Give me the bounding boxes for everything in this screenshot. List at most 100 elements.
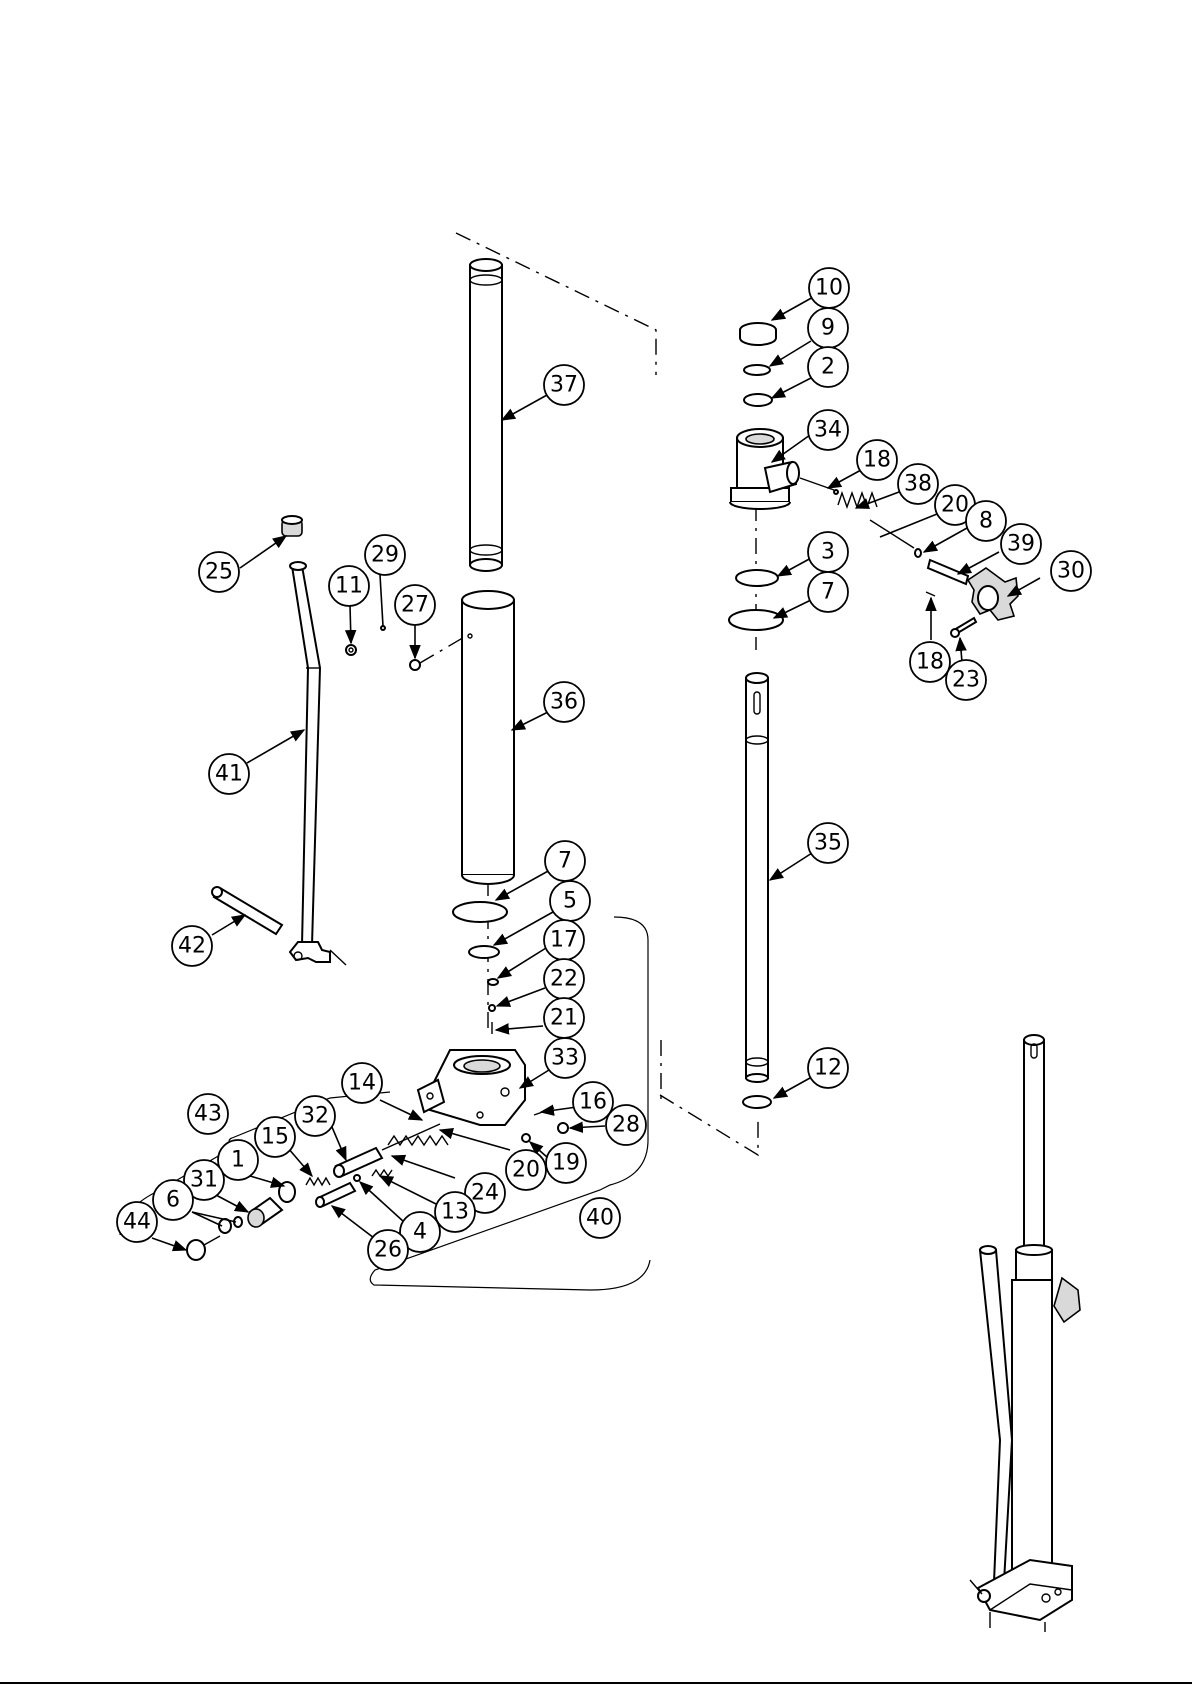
svg-text:5: 5	[563, 889, 577, 914]
svg-text:30: 30	[1057, 559, 1085, 584]
o-ring-7-lower	[453, 902, 507, 922]
svg-text:31: 31	[190, 1168, 218, 1193]
balloon-15: 15	[255, 1117, 295, 1157]
balloon-13: 13	[435, 1192, 475, 1232]
svg-text:44: 44	[123, 1210, 151, 1235]
svg-text:23: 23	[952, 668, 980, 693]
svg-text:25: 25	[205, 560, 233, 585]
balloon-41: 41	[209, 754, 249, 794]
balloon-25: 25	[199, 552, 239, 592]
balloon-38: 38	[898, 464, 938, 504]
screw-19	[522, 1134, 530, 1142]
balloon-2: 2	[808, 347, 848, 387]
svg-text:37: 37	[550, 373, 578, 398]
svg-text:10: 10	[815, 276, 843, 301]
svg-text:24: 24	[471, 1181, 499, 1206]
balloon-33: 33	[545, 1038, 585, 1078]
svg-text:13: 13	[441, 1200, 469, 1225]
pump-base	[418, 1050, 525, 1125]
small-ball-22	[489, 1005, 495, 1011]
screw-23	[951, 618, 976, 637]
balloon-43: 43	[188, 1094, 228, 1134]
balloon-5: 5	[550, 881, 590, 921]
release-knob-44	[187, 1236, 220, 1260]
balloon-3: 3	[808, 532, 848, 572]
small-ball-17	[488, 979, 498, 985]
balloon-36: 36	[544, 682, 584, 722]
pin-18-lower	[926, 592, 935, 596]
piston-26	[316, 1183, 355, 1207]
nut-27	[410, 636, 466, 670]
svg-text:4: 4	[413, 1220, 427, 1245]
balloon-40: 40	[580, 1198, 620, 1238]
ring-2	[744, 394, 772, 406]
inner-rod-35	[746, 673, 768, 1082]
pump-handle	[290, 562, 346, 965]
washer-8	[915, 549, 921, 557]
svg-text:6: 6	[166, 1188, 180, 1213]
balloon-21: 21	[544, 998, 584, 1038]
balloon-20-lower: 20	[506, 1150, 546, 1190]
outer-tube	[462, 591, 514, 884]
balloon-23: 23	[946, 660, 986, 700]
ring-3	[736, 570, 778, 586]
svg-text:22: 22	[550, 967, 578, 992]
washer-4	[354, 1175, 360, 1181]
assembled-view	[970, 1035, 1080, 1632]
seal-cap-10	[740, 323, 776, 345]
svg-text:9: 9	[821, 316, 835, 341]
svg-text:28: 28	[612, 1113, 640, 1138]
svg-text:34: 34	[814, 418, 842, 443]
balloon-27: 27	[395, 585, 435, 625]
svg-text:14: 14	[348, 1071, 376, 1096]
svg-text:3: 3	[821, 540, 835, 565]
svg-text:12: 12	[814, 1056, 842, 1081]
handle-pivot-pin	[212, 887, 282, 934]
balloon-10: 10	[809, 268, 849, 308]
balloon-35: 35	[808, 823, 848, 863]
balloon-17: 17	[544, 920, 584, 960]
balloon-42: 42	[172, 926, 212, 966]
svg-text:39: 39	[1007, 532, 1035, 557]
svg-text:27: 27	[401, 593, 429, 618]
svg-text:42: 42	[178, 934, 206, 959]
svg-text:16: 16	[579, 1090, 607, 1115]
svg-text:41: 41	[215, 762, 243, 787]
balloon-11: 11	[329, 566, 369, 606]
svg-text:7: 7	[821, 580, 835, 605]
svg-text:33: 33	[551, 1046, 579, 1071]
svg-text:8: 8	[979, 509, 993, 534]
balloon-44: 44	[117, 1202, 157, 1242]
svg-text:40: 40	[586, 1206, 614, 1231]
balloon-8: 8	[966, 501, 1006, 541]
svg-text:20: 20	[512, 1158, 540, 1183]
spring-15	[306, 1178, 330, 1185]
balloon-18-lower: 18	[910, 642, 950, 682]
balloon-14: 14	[342, 1063, 382, 1103]
svg-text:19: 19	[552, 1151, 580, 1176]
svg-text:35: 35	[814, 831, 842, 856]
balloon-29: 29	[365, 535, 405, 575]
handle-grip	[282, 516, 302, 536]
balloon-22: 22	[544, 959, 584, 999]
o-ring-7-upper	[729, 610, 783, 630]
rod-20-right	[870, 520, 914, 548]
balloon-28: 28	[606, 1105, 646, 1145]
valve-cap-31	[248, 1198, 282, 1227]
balloon-19: 19	[546, 1143, 586, 1183]
balloon-7-upper: 7	[808, 572, 848, 612]
spring-38	[838, 493, 877, 507]
svg-text:18: 18	[916, 650, 944, 675]
balloon-9: 9	[808, 308, 848, 348]
svg-text:29: 29	[371, 543, 399, 568]
balloon-7-lower: 7	[545, 841, 585, 881]
pin-29	[381, 626, 385, 630]
svg-text:43: 43	[194, 1102, 222, 1127]
svg-text:11: 11	[335, 574, 363, 599]
balloon-32: 32	[295, 1096, 335, 1136]
svg-text:32: 32	[301, 1104, 329, 1129]
svg-text:38: 38	[904, 472, 932, 497]
balloon-12: 12	[808, 1048, 848, 1088]
ring-9	[744, 365, 770, 375]
